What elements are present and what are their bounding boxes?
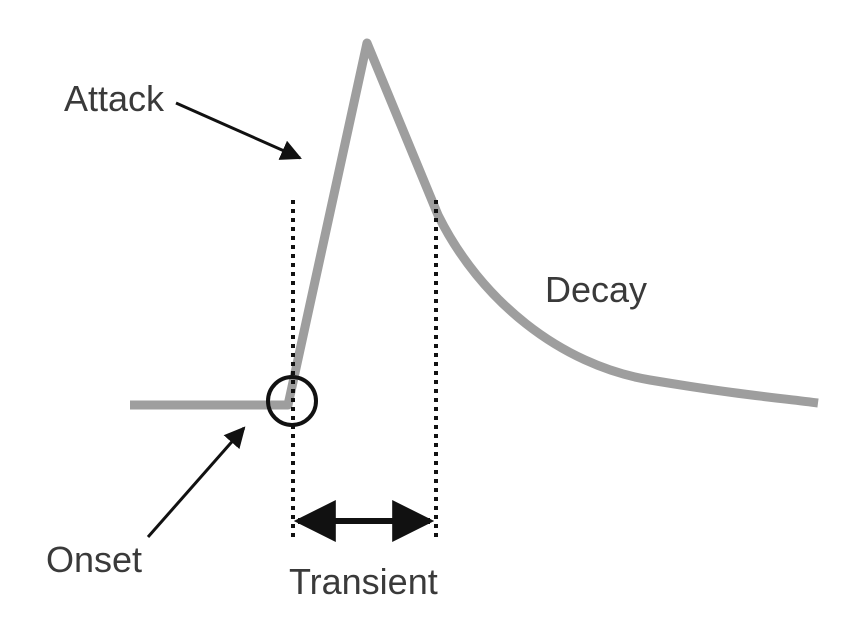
attack-arrow <box>175 101 302 160</box>
onset-arrow <box>146 426 246 538</box>
onset-label: Onset <box>46 539 142 580</box>
decay-label: Decay <box>545 269 647 310</box>
attack-label: Attack <box>64 78 165 119</box>
transient-label: Transient <box>289 561 438 602</box>
onset-circle <box>266 375 318 427</box>
envelope-curve <box>130 38 819 410</box>
